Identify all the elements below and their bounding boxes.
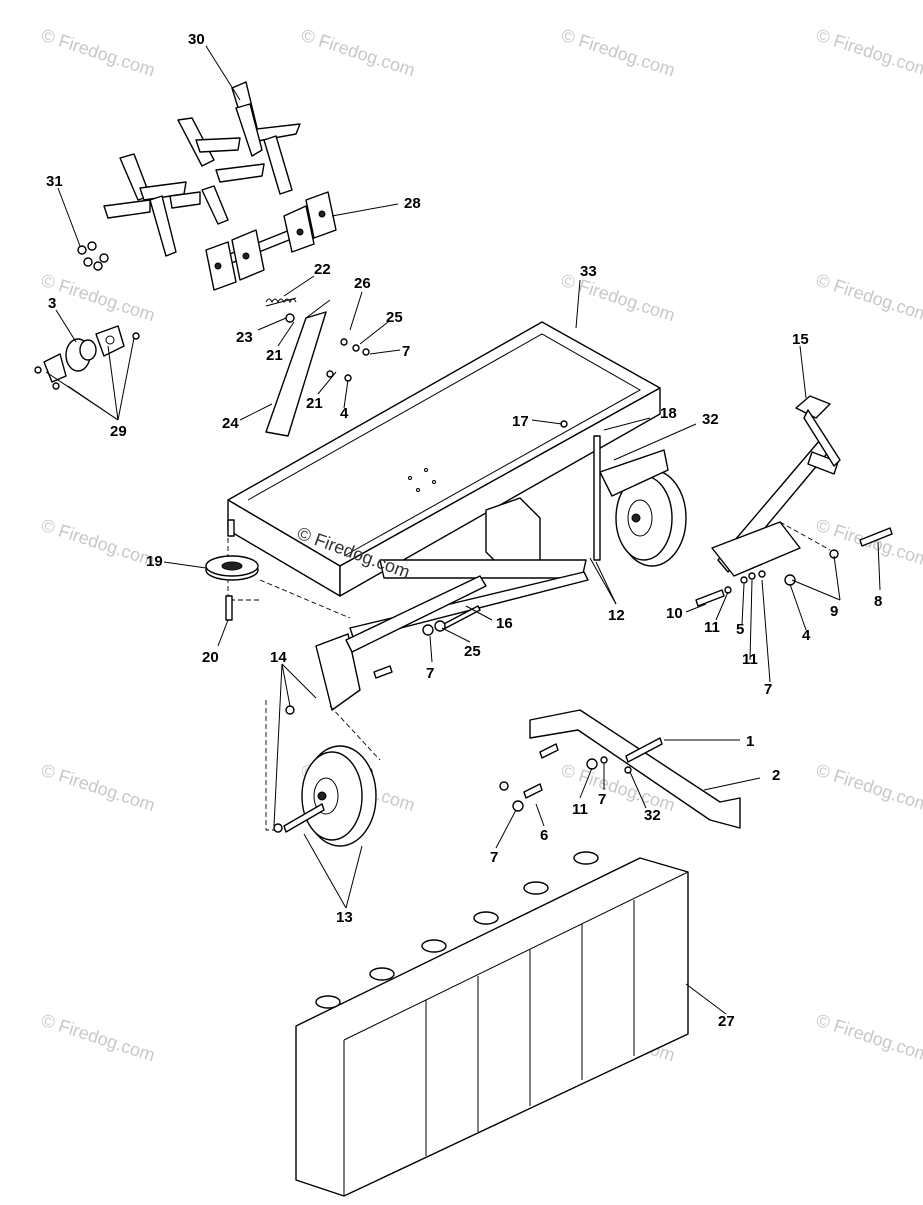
callout-label: 30 [188, 31, 205, 48]
pulley [205, 519, 259, 621]
wheel-front [273, 745, 377, 847]
callout-label: 32 [702, 411, 719, 428]
callout-label: 14 [270, 649, 287, 666]
callout-label: 21 [306, 395, 323, 412]
weight-boxes [295, 851, 689, 1197]
scraper-bar [265, 299, 370, 437]
callout-label: 6 [540, 827, 548, 844]
callout-label: 24 [222, 415, 239, 432]
watermark-text: © Firedog.com [559, 25, 678, 81]
callout-label: 7 [598, 791, 606, 808]
watermark-text: © Firedog.com [814, 760, 923, 816]
watermark-text: © Firedog.com [39, 270, 158, 326]
callout-label: 15 [792, 331, 809, 348]
callout-label: 10 [666, 605, 683, 622]
watermark-text: © Firedog.com [39, 1010, 158, 1066]
callout-label: 9 [830, 603, 838, 620]
callout-label: 26 [354, 275, 371, 292]
tongue [499, 709, 741, 829]
callout-label: 4 [802, 627, 811, 644]
callout-label: 7 [402, 343, 410, 360]
callout-label: 27 [718, 1013, 735, 1030]
callout-label: 5 [736, 621, 744, 638]
callout-label: 25 [464, 643, 481, 660]
watermark-text: © Firedog.com [39, 515, 158, 571]
callout-label: 11 [704, 619, 720, 636]
watermark-text: © Firedog.com [299, 25, 418, 81]
callout-label: 18 [660, 405, 677, 422]
callout-label: 28 [404, 195, 421, 212]
callout-label: 31 [46, 173, 63, 190]
callout-label: 21 [266, 347, 283, 364]
callout-label: 2 [772, 767, 780, 784]
callout-label: 22 [314, 261, 331, 278]
front-bracket [265, 575, 487, 831]
callout-label: 32 [644, 807, 661, 824]
watermark-text: © Firedog.com [814, 270, 923, 326]
callout-label: 20 [202, 649, 219, 666]
callout-label: 7 [764, 681, 772, 698]
callout-label: 13 [336, 909, 353, 926]
callout-label: 3 [48, 295, 56, 312]
leader-lines [45, 45, 881, 1015]
callout-label: 7 [490, 849, 498, 866]
watermark-text: © Firedog.com [39, 760, 158, 816]
tine-shaft [205, 191, 337, 291]
watermark-text: © Firedog.com [814, 25, 923, 81]
callout-label: 19 [146, 553, 163, 570]
nut-set [77, 241, 109, 271]
tine-assembly [103, 81, 301, 257]
callout-label: 8 [874, 593, 882, 610]
spring [265, 297, 297, 307]
callout-label: 4 [340, 405, 349, 422]
callout-label: 16 [496, 615, 513, 632]
bearing-assembly [34, 325, 140, 390]
handle [695, 395, 893, 607]
wheel-rear [593, 435, 687, 567]
callout-label: 23 [236, 329, 253, 346]
watermark-text: © Firedog.com [814, 1010, 923, 1066]
callout-label: 1 [746, 733, 754, 750]
watermark-text: © Firedog.com [39, 25, 158, 81]
main-tray [227, 321, 661, 597]
callout-label: 29 [110, 423, 127, 440]
callout-label: 12 [608, 607, 625, 624]
callout-label: 11 [742, 651, 758, 668]
callout-label: 17 [512, 413, 529, 430]
callout-label: 25 [386, 309, 403, 326]
callout-label: 33 [580, 263, 597, 280]
callout-labels: 30 31 28 22 26 33 3 23 25 21 7 15 21 4 2… [46, 31, 882, 1030]
callout-label: 11 [572, 801, 588, 818]
callout-label: 7 [426, 665, 434, 682]
bolt-set-center [422, 420, 568, 636]
